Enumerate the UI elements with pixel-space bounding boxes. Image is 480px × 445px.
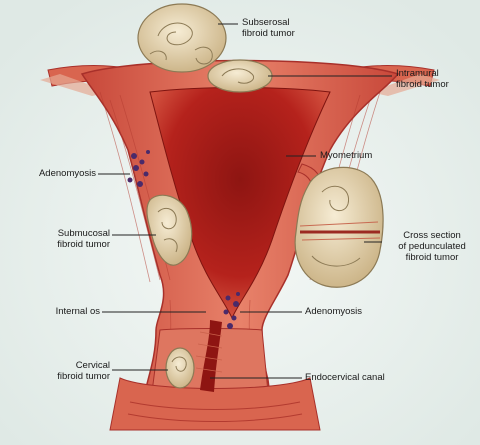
label-endocervical: Endocervical canal (305, 372, 385, 383)
vaginal-rugae (127, 401, 303, 422)
label-pedunculated: Cross section of pedunculated fibroid tu… (398, 230, 466, 263)
label-subserosal: Subserosal fibroid tumor (242, 17, 295, 39)
left-ligament (40, 74, 110, 96)
label-myometrium: Myometrium (320, 150, 373, 161)
right-ligament (370, 74, 440, 96)
label-submucosal: Submucosal fibroid tumor (57, 228, 110, 250)
cervical-fibroid (165, 347, 195, 389)
label-adenomyosis-left: Adenomyosis (38, 168, 96, 179)
submucosal-fibroid (146, 194, 193, 266)
vaginal-vault (109, 377, 321, 431)
label-cervical: Cervical fibroid tumor (57, 360, 110, 382)
leader-lines (98, 23, 392, 379)
endocervical-canal (200, 320, 222, 392)
subserosal-fibroid (137, 3, 227, 73)
pedunculated-fibroid (294, 166, 384, 288)
intramural-fibroid (207, 59, 273, 93)
label-intramural: Intramural fibroid tumor (396, 68, 449, 90)
adenomyosis-left (127, 150, 150, 187)
label-internal-os: Internal os (55, 306, 100, 317)
label-adenomyosis-right: Adenomyosis (305, 306, 363, 317)
adenomyosis-right (223, 292, 240, 329)
canal-folds (195, 331, 223, 373)
